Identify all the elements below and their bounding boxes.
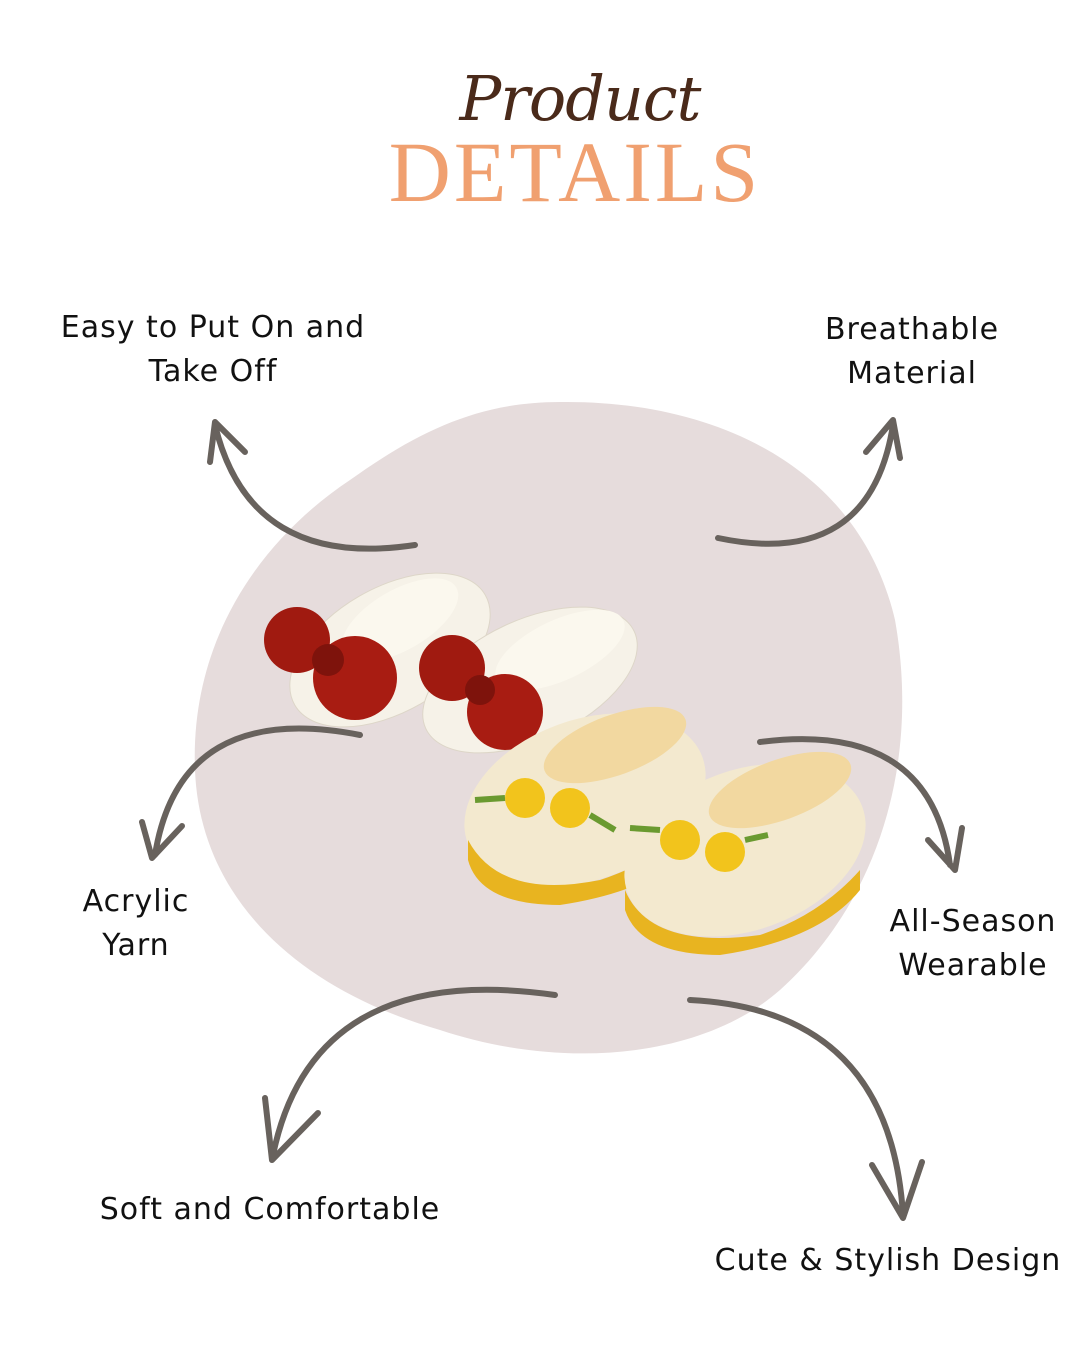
feature-breathable: Breathable Material bbox=[780, 308, 1044, 396]
page-title: DETAILS bbox=[388, 124, 762, 220]
feature-line: Take Off bbox=[148, 354, 278, 389]
feature-all-season: All-Season Wearable bbox=[868, 900, 1078, 988]
feature-line: Breathable bbox=[824, 312, 1000, 347]
red-bow-shoes-image bbox=[264, 572, 638, 754]
arrow-all-season bbox=[757, 736, 965, 873]
feature-line: Yarn bbox=[102, 928, 170, 963]
arrow-cute-stylish bbox=[687, 997, 925, 1221]
yellow-rose-shoes-image bbox=[464, 706, 866, 955]
feature-line: Wearable bbox=[898, 948, 1048, 983]
feature-easy-on-off: Easy to Put On and Take Off bbox=[40, 306, 386, 394]
feature-acrylic-yarn: Acrylic Yarn bbox=[36, 880, 236, 968]
arrow-acrylic-yarn bbox=[139, 725, 363, 861]
feature-line: Acrylic bbox=[82, 884, 190, 919]
feature-line: All-Season bbox=[889, 904, 1057, 939]
arrows bbox=[139, 417, 965, 1221]
feature-soft-comfortable: Soft and Comfortable bbox=[99, 1192, 441, 1227]
feature-cute-stylish: Cute & Stylish Design bbox=[714, 1243, 1062, 1278]
feature-line: Material bbox=[847, 356, 977, 391]
arrow-soft-comfortable bbox=[262, 986, 558, 1163]
feature-line: Easy to Put On and bbox=[60, 310, 366, 345]
arrow-breathable bbox=[715, 417, 903, 547]
title-script: Product bbox=[459, 62, 702, 135]
arrow-easy-on-off bbox=[207, 419, 418, 552]
